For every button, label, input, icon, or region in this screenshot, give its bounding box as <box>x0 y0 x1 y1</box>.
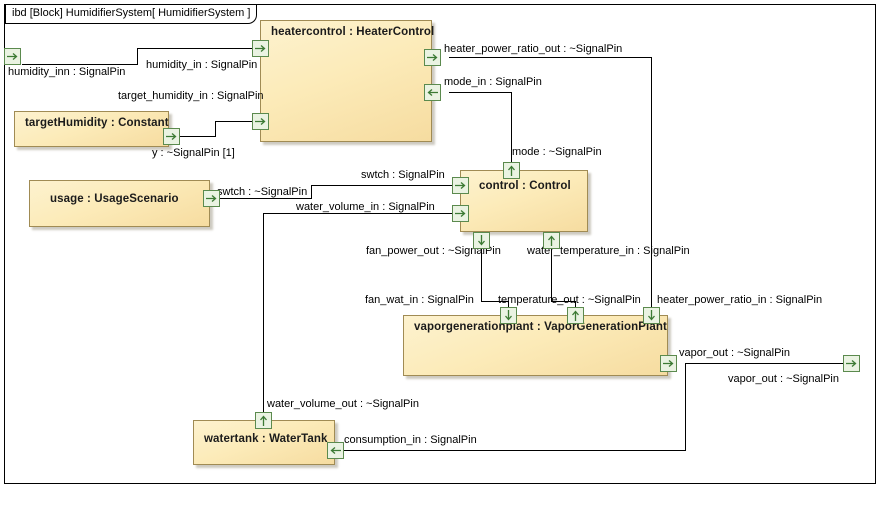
part-watertank-label: watertank : WaterTank <box>204 433 328 445</box>
arrow-right-icon <box>166 133 177 140</box>
arrow-down-icon <box>648 310 655 321</box>
part-usage-label: usage : UsageScenario <box>50 193 179 205</box>
conn-consumption-seg2 <box>336 450 686 451</box>
conn-fan-seg2 <box>481 301 509 302</box>
port-water-temperature-in[interactable] <box>543 232 560 249</box>
port-consumption-in[interactable] <box>327 442 344 459</box>
port-vapor-out-frame[interactable] <box>843 355 860 372</box>
arrow-right-icon <box>427 54 438 61</box>
conn-heater-power-seg1 <box>449 57 652 58</box>
label-humidity-inn: humidity_inn : SignalPin <box>8 66 126 78</box>
conn-mode-seg2 <box>449 92 512 93</box>
conn-water-volume-seg2 <box>263 213 264 421</box>
conn-humidity-seg1 <box>22 64 138 65</box>
label-heater-power-ratio-in: heater_power_ratio_in : SignalPin <box>657 294 823 306</box>
arrow-left-icon <box>330 447 341 454</box>
port-fan-power-out[interactable] <box>473 232 490 249</box>
port-humidity-in[interactable] <box>252 40 269 57</box>
diagram-frame-label: ibd [Block] HumidifierSystem[ Humidifier… <box>5 5 258 24</box>
conn-temperature-seg1 <box>551 249 552 301</box>
label-target-humidity-in: target_humidity_in : SignalPin <box>118 90 264 102</box>
arrow-up-icon <box>548 235 555 246</box>
part-heatercontrol-label: heatercontrol : HeaterControl <box>271 26 435 38</box>
label-temperature-out: temperature_out : ~SignalPin <box>498 294 641 306</box>
conn-target-humidity-seg1 <box>180 136 216 137</box>
label-water-temperature-in: water_temperature_in : SignalPin <box>527 245 690 257</box>
port-heater-power-ratio-out[interactable] <box>424 49 441 66</box>
conn-swtch-seg1 <box>219 198 312 199</box>
port-swtch-out[interactable] <box>203 190 220 207</box>
port-water-volume-in[interactable] <box>452 205 469 222</box>
label-fan-power-out: fan_power_out : ~SignalPin <box>366 245 501 257</box>
port-vapor-out-part[interactable] <box>660 355 677 372</box>
label-mode-in: mode_in : SignalPin <box>444 76 542 88</box>
port-mode-in[interactable] <box>424 84 441 101</box>
arrow-down-icon <box>478 235 485 246</box>
conn-consumption-seg1 <box>685 363 686 450</box>
conn-heater-power-seg2 <box>651 57 652 315</box>
arrow-right-icon <box>206 195 217 202</box>
arrow-right-icon <box>455 210 466 217</box>
label-swtch-out: swtch : ~SignalPin <box>217 186 308 198</box>
conn-humidity-seg2 <box>137 48 138 65</box>
label-y-out: y : ~SignalPin [1] <box>152 147 235 159</box>
label-swtch-in: swtch : SignalPin <box>361 169 445 181</box>
diagram-frame-label-text: ibd [Block] HumidifierSystem[ Humidifier… <box>12 7 251 19</box>
label-vapor-out-part: vapor_out : ~SignalPin <box>679 347 790 359</box>
port-fan-wat-in[interactable] <box>500 307 517 324</box>
conn-vapor-seg1 <box>685 363 848 364</box>
port-y-out[interactable] <box>163 128 180 145</box>
port-target-humidity-in[interactable] <box>252 113 269 130</box>
label-mode-out: mode : ~SignalPin <box>512 146 602 158</box>
port-mode-out[interactable] <box>503 162 520 179</box>
port-heater-power-ratio-in[interactable] <box>643 307 660 324</box>
arrow-right-icon <box>255 118 266 125</box>
port-temperature-out[interactable] <box>567 307 584 324</box>
label-humidity-in: humidity_in : SignalPin <box>146 59 258 71</box>
label-water-volume-in: water_volume_in : SignalPin <box>296 201 435 213</box>
label-fan-wat-in: fan_wat_in : SignalPin <box>365 294 474 306</box>
label-vapor-out-frame: vapor_out : ~SignalPin <box>728 373 839 385</box>
label-heater-power-ratio-out: heater_power_ratio_out : ~SignalPin <box>444 43 623 55</box>
arrow-left-icon <box>427 89 438 96</box>
arrow-right-icon <box>846 360 857 367</box>
label-water-volume-out: water_volume_out : ~SignalPin <box>267 398 419 410</box>
arrow-right-icon <box>455 182 466 189</box>
diagram-frame <box>4 4 876 484</box>
part-usage[interactable]: usage : UsageScenario <box>29 180 210 227</box>
port-humidity-inn[interactable] <box>4 48 21 65</box>
part-vaporgenerationplant[interactable]: vaporgenerationplant : VaporGenerationPl… <box>403 315 668 376</box>
arrow-up-icon <box>572 310 579 321</box>
label-consumption-in: consumption_in : SignalPin <box>344 434 477 446</box>
conn-target-humidity-seg2 <box>215 121 216 137</box>
conn-swtch-seg3 <box>311 185 460 186</box>
part-targethumidity-label: targetHumidity : Constant <box>25 117 169 129</box>
port-water-volume-out[interactable] <box>255 412 272 429</box>
conn-fan-seg1 <box>481 249 482 301</box>
arrow-right-icon <box>7 53 18 60</box>
part-vaporgenerationplant-label: vaporgenerationplant : VaporGenerationPl… <box>414 321 667 333</box>
conn-water-volume-seg1 <box>263 213 460 214</box>
conn-swtch-seg2 <box>311 185 312 199</box>
part-control[interactable]: control : Control <box>460 170 588 232</box>
part-targethumidity[interactable]: targetHumidity : Constant <box>14 111 169 147</box>
arrow-down-icon <box>505 310 512 321</box>
arrow-right-icon <box>663 360 674 367</box>
arrow-up-icon <box>260 415 267 426</box>
conn-humidity-seg3 <box>137 48 260 49</box>
arrow-up-icon <box>508 165 515 176</box>
conn-mode-seg1 <box>511 92 512 170</box>
arrow-right-icon <box>255 45 266 52</box>
part-heatercontrol[interactable]: heatercontrol : HeaterControl <box>260 20 435 142</box>
part-control-label: control : Control <box>479 180 571 192</box>
port-swtch-in[interactable] <box>452 177 469 194</box>
conn-target-humidity-seg3 <box>215 121 260 122</box>
conn-temperature-seg2 <box>551 301 576 302</box>
